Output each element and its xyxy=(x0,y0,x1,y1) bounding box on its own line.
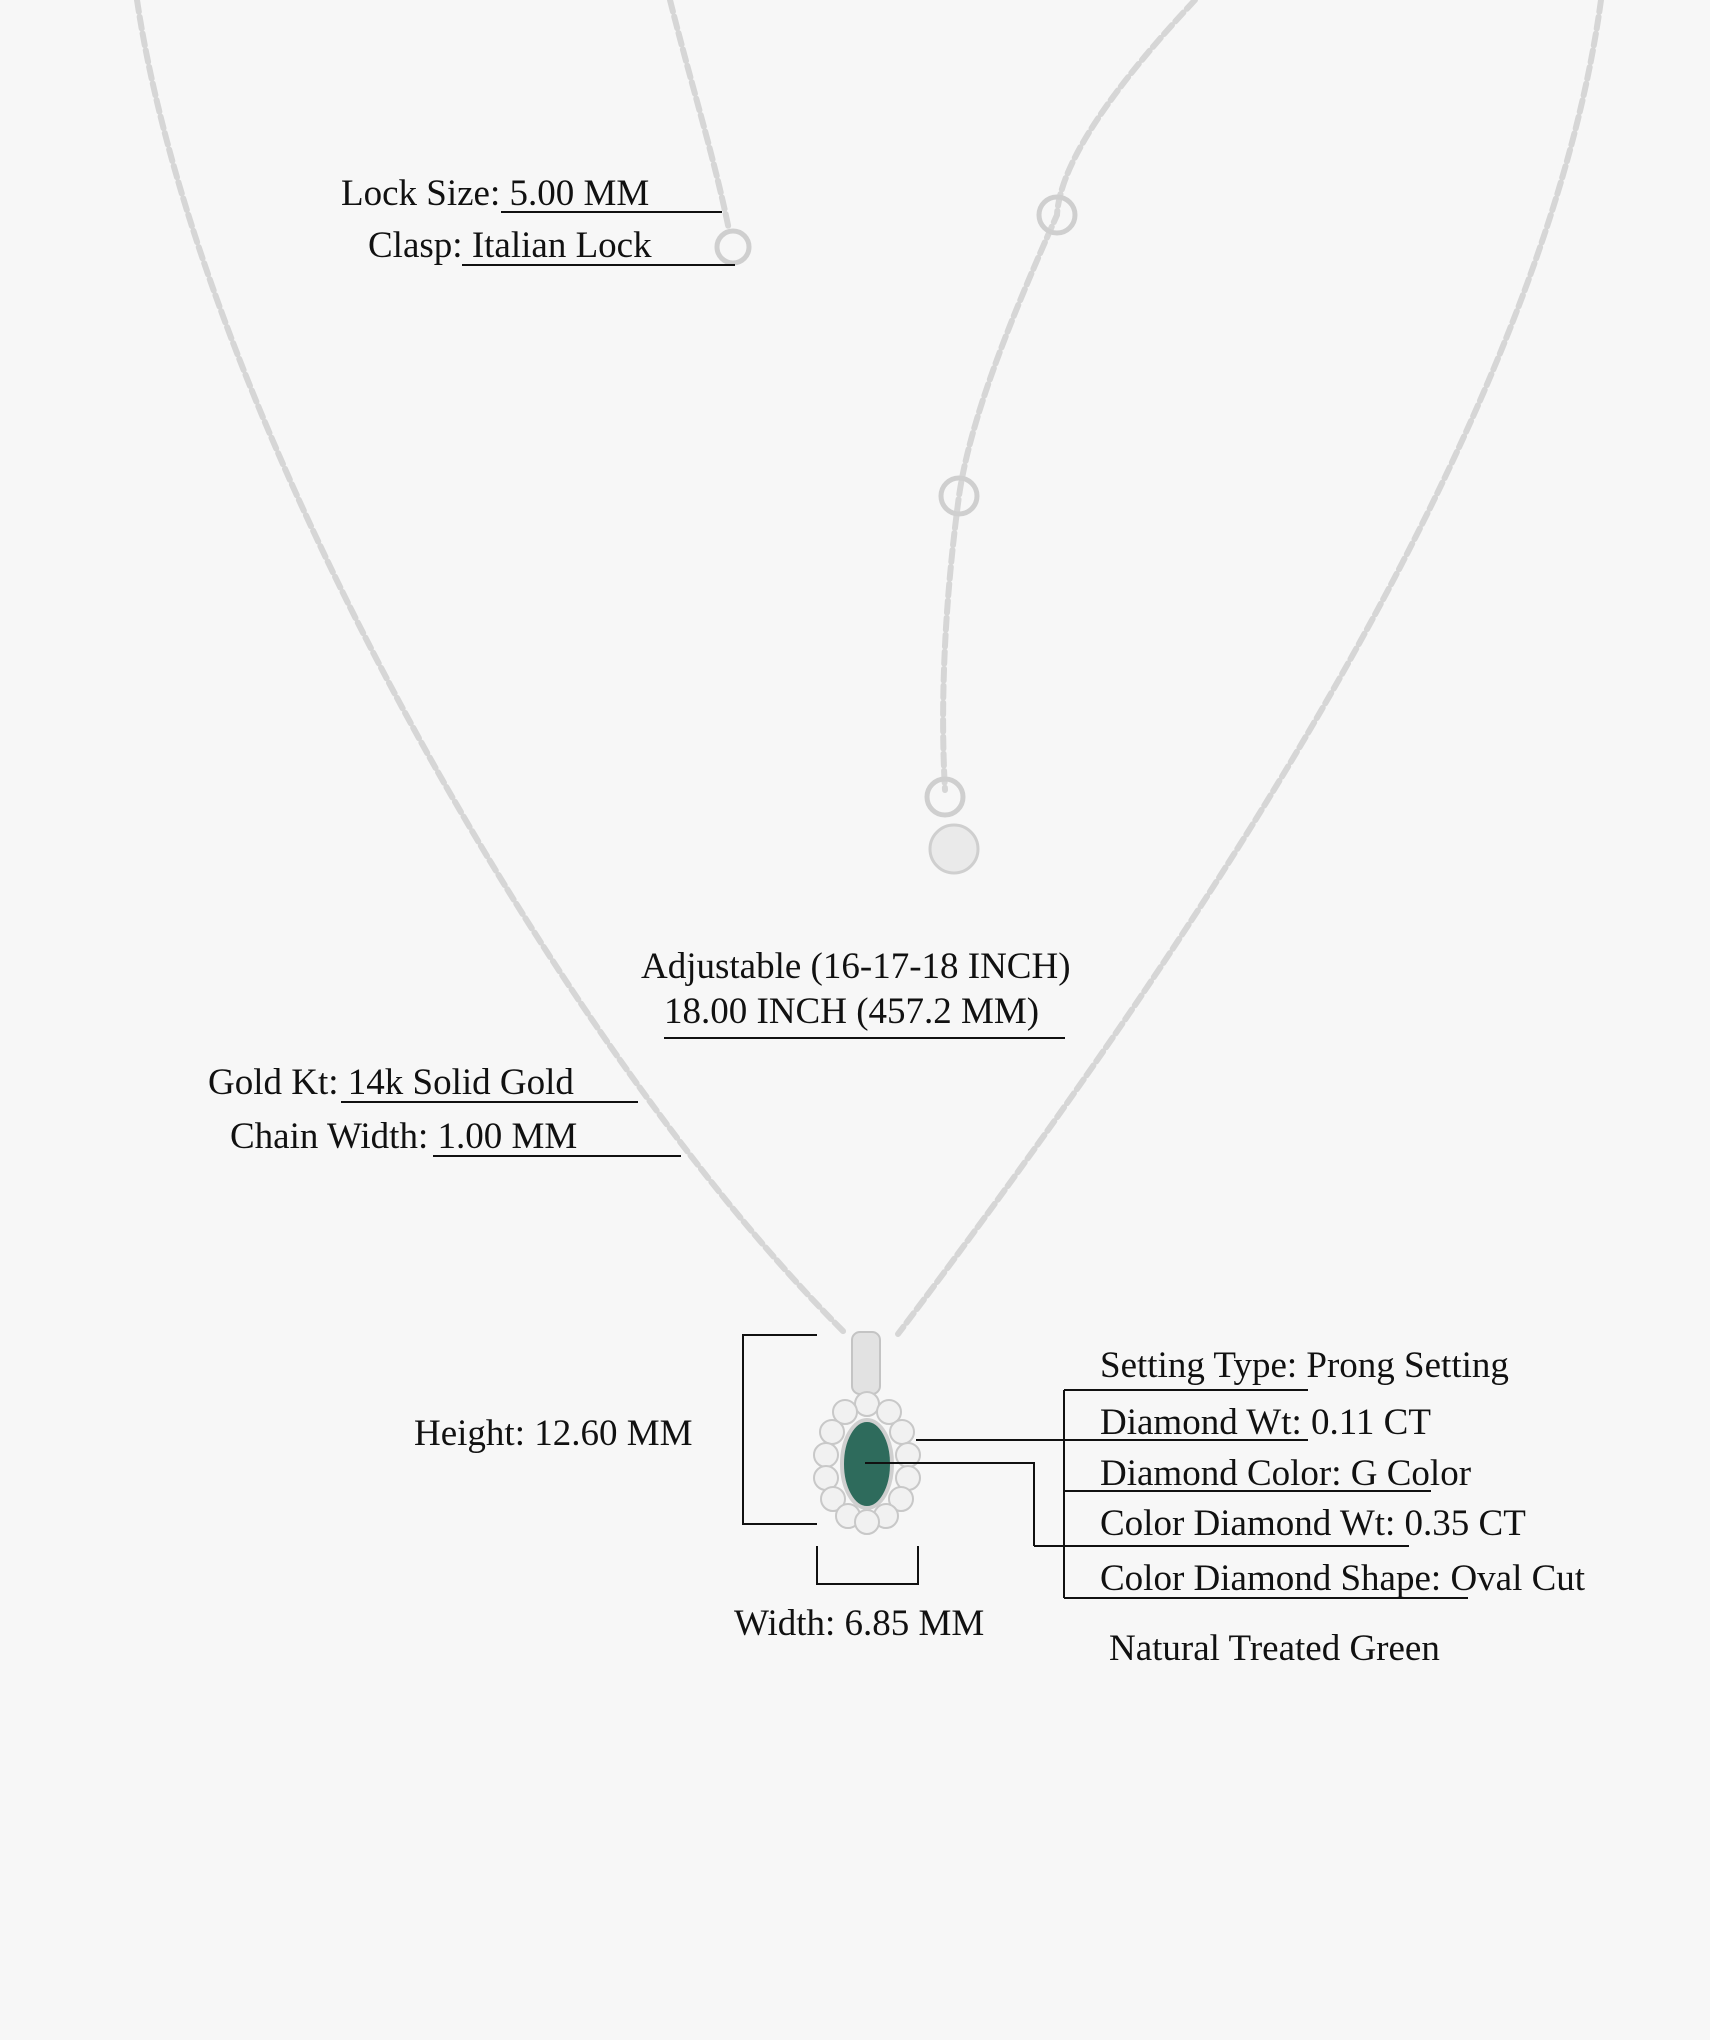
setting-type-label: Setting Type: xyxy=(1100,1345,1298,1386)
color-diamond-wt-label: Color Diamond Wt: xyxy=(1100,1503,1396,1544)
diamond-color-spec: Diamond Color: G Color xyxy=(1100,1455,1471,1492)
extender-ring xyxy=(1036,194,1078,236)
chain-width-value: 1.00 MM xyxy=(437,1116,578,1157)
pendant-height: Height: 12.60 MM xyxy=(414,1413,693,1454)
right-chain xyxy=(895,0,1604,1337)
chain-width-label: Chain Width: xyxy=(230,1116,429,1157)
chain-length: 18.00 INCH (457.2 MM) xyxy=(664,991,1040,1032)
extender-chain xyxy=(940,0,1198,793)
lock-size-spec: Lock Size: 5.00 MM xyxy=(341,175,649,212)
width-bracket xyxy=(816,1546,919,1585)
diamond-wt-value: 0.11 CT xyxy=(1311,1402,1431,1443)
setting-type-spec: Setting Type: Prong Setting xyxy=(1100,1347,1509,1384)
extender-ring xyxy=(924,776,966,818)
diamond-wt-spec: Diamond Wt: 0.11 CT xyxy=(1100,1404,1431,1441)
color-diamond-wt-spec: Color Diamond Wt: 0.35 CT xyxy=(1100,1505,1526,1542)
color-diamond-shape-value: Oval Cut xyxy=(1450,1558,1586,1599)
diamond-wt-label: Diamond Wt: xyxy=(1100,1402,1302,1443)
clasp-ring xyxy=(714,228,752,266)
pendant-bail xyxy=(851,1331,881,1395)
lock-size-value: 5.00 MM xyxy=(509,173,650,214)
gold-kt-value: 14k Solid Gold xyxy=(347,1062,574,1103)
pendant-width: Width: 6.85 MM xyxy=(734,1603,985,1644)
color-diamond-shape-spec: Color Diamond Shape: Oval Cut xyxy=(1100,1560,1585,1597)
left-chain xyxy=(134,0,849,1337)
extender-ring xyxy=(938,475,980,517)
height-bracket xyxy=(742,1334,817,1525)
diamond-color-value: G Color xyxy=(1350,1453,1472,1494)
clasp-value: Italian Lock xyxy=(471,225,652,266)
gold-kt-spec: Gold Kt: 14k Solid Gold xyxy=(208,1064,574,1101)
lock-size-label: Lock Size: xyxy=(341,173,501,214)
stone-note: Natural Treated Green xyxy=(1109,1628,1440,1669)
extender-tag xyxy=(928,823,980,875)
color-diamond-shape-label: Color Diamond Shape: xyxy=(1100,1558,1442,1599)
clasp-chain xyxy=(667,0,732,233)
setting-type-value: Prong Setting xyxy=(1306,1345,1509,1386)
diamond-color-label: Diamond Color: xyxy=(1100,1453,1342,1494)
color-diamond-wt-value: 0.35 CT xyxy=(1404,1503,1526,1544)
clasp-label: Clasp: xyxy=(368,225,463,266)
adjustable-length: Adjustable (16-17-18 INCH) xyxy=(641,946,1071,987)
diamond-halo xyxy=(813,1391,921,1535)
gold-kt-label: Gold Kt: xyxy=(208,1062,339,1103)
chain-width-spec: Chain Width: 1.00 MM xyxy=(230,1118,577,1155)
clasp-spec: Clasp: Italian Lock xyxy=(368,227,652,264)
